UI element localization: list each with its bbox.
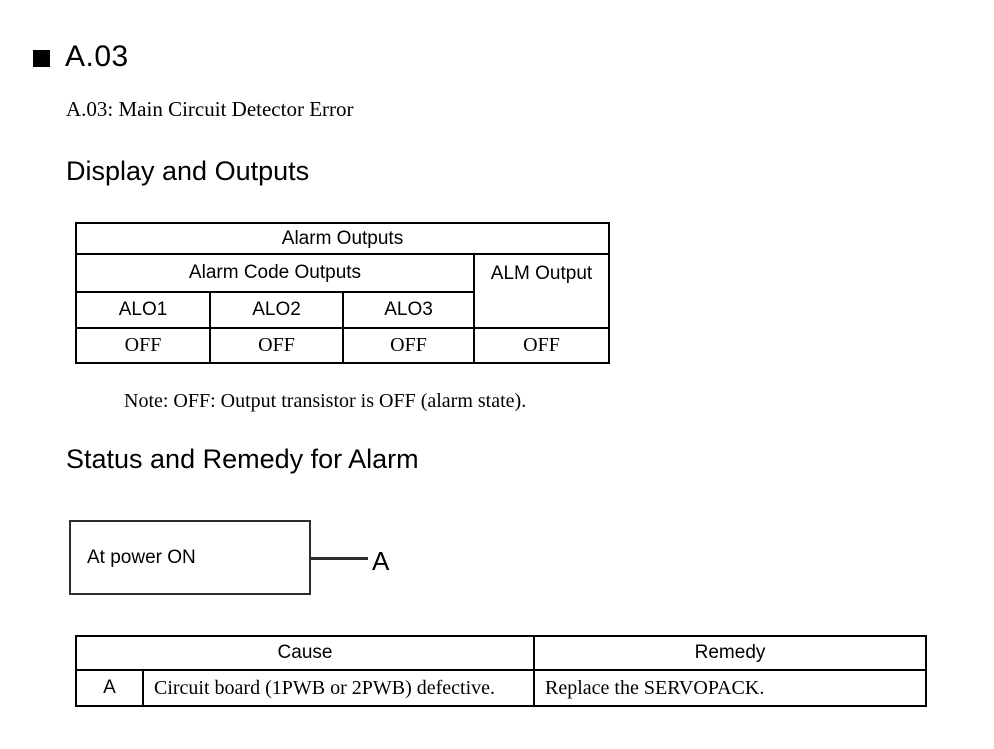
- remedy-column-header: Remedy: [533, 635, 928, 671]
- alarm-outputs-header: Alarm Outputs: [75, 222, 610, 255]
- alo3-value: OFF: [342, 327, 475, 364]
- flow-condition-label: At power ON: [87, 546, 196, 568]
- col-header-alo1: ALO1: [75, 291, 211, 329]
- remedy-cell: Replace the SERVOPACK.: [533, 669, 928, 707]
- alo2-value: OFF: [209, 327, 344, 364]
- table-row: A Circuit board (1PWB or 2PWB) defective…: [75, 669, 928, 707]
- col-header-alo2: ALO2: [209, 291, 344, 329]
- display-outputs-heading: Display and Outputs: [66, 156, 310, 186]
- flow-branch-label: A: [372, 546, 390, 576]
- alo1-value: OFF: [75, 327, 211, 364]
- section-bullet-icon: [33, 50, 50, 67]
- cause-column-header: Cause: [74, 635, 536, 671]
- alm-value: OFF: [473, 327, 610, 364]
- alarm-description: A.03: Main Circuit Detector Error: [66, 97, 354, 121]
- status-remedy-heading: Status and Remedy for Alarm: [66, 444, 419, 474]
- cause-remedy-table: Cause Remedy A Circuit board (1PWB or 2P…: [74, 635, 928, 707]
- alm-output-header: ALM Output: [473, 253, 610, 329]
- flow-connector-line: [311, 557, 368, 560]
- table-note: Note: OFF: Output transistor is OFF (ala…: [124, 390, 527, 412]
- alarm-outputs-table: Alarm Outputs Alarm Code Outputs ALM Out…: [75, 222, 610, 364]
- section-heading: A.03: [33, 40, 129, 74]
- cause-cell: Circuit board (1PWB or 2PWB) defective.: [141, 669, 536, 707]
- alarm-code-outputs-header: Alarm Code Outputs: [75, 253, 475, 293]
- row-key: A: [75, 669, 144, 707]
- flow-condition-box: At power ON: [69, 520, 311, 595]
- alarm-code-title: A.03: [65, 40, 129, 73]
- col-header-alo3: ALO3: [342, 291, 475, 329]
